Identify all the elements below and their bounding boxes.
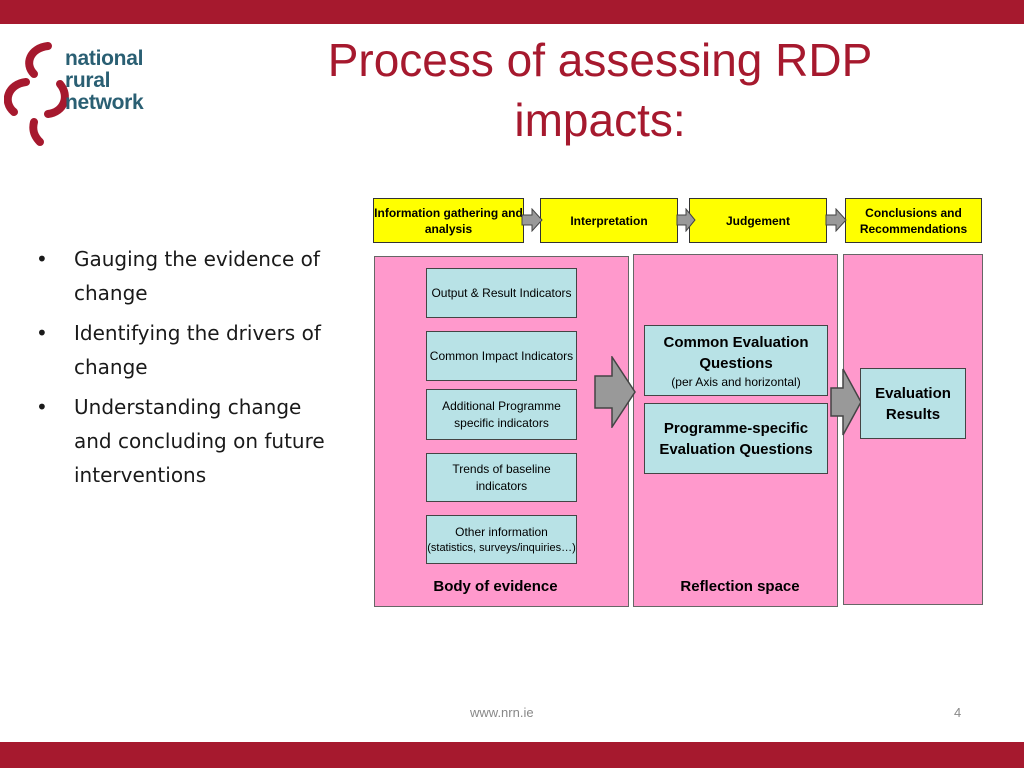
nrn-logo: national rural network	[4, 40, 209, 148]
bullet-item: Gauging the evidence of change	[36, 242, 336, 310]
evidence-other-information: Other information (statistics, surveys/i…	[426, 515, 577, 564]
bottom-banner	[0, 742, 1024, 768]
logo-word-network: network	[65, 91, 144, 114]
common-questions-label: Common Evaluation Questions	[663, 333, 809, 372]
step-interpretation: Interpretation	[540, 198, 678, 243]
common-questions-note: (per Axis and horizontal)	[671, 374, 801, 389]
logo-word-rural: rural	[65, 69, 111, 92]
evidence-output-result-indicators: Output & Result Indicators	[426, 268, 577, 318]
panel-label-reflection: Reflection space	[680, 578, 800, 595]
bullet-item: Understanding change and concluding on f…	[36, 390, 336, 492]
step-arrow-icon	[676, 208, 696, 232]
evidence-additional-indicators: Additional Programme specific indicators	[426, 389, 577, 440]
bullet-list: Gauging the evidence of change Identifyi…	[36, 242, 336, 498]
panel-label-evidence: Body of evidence	[433, 578, 558, 595]
step-conclusions: Conclusions and Recommendations	[845, 198, 982, 243]
step-arrow-icon	[825, 208, 847, 232]
common-evaluation-questions: Common Evaluation Questions (per Axis an…	[644, 325, 828, 396]
evidence-common-impact-indicators: Common Impact Indicators	[426, 331, 577, 381]
slide-title: Process of assessing RDP impacts:	[327, 34, 873, 146]
step-information-gathering: Information gathering and analysis	[373, 198, 524, 243]
footer-url: www.nrn.ie	[470, 705, 534, 720]
evidence-baseline-trends: Trends of baseline indicators	[426, 453, 577, 502]
logo-mark-icon	[4, 42, 69, 146]
step-arrow-icon	[521, 208, 543, 232]
bullet-item: Identifying the drivers of change	[36, 316, 336, 384]
top-banner	[0, 0, 1024, 24]
step-judgement: Judgement	[689, 198, 827, 243]
evaluation-results: Evaluation Results	[860, 368, 966, 439]
evidence-to-reflection-arrow-icon	[594, 356, 636, 428]
logo-word-national: national	[65, 47, 144, 70]
programme-specific-questions: Programme-specific Evaluation Questions	[644, 403, 828, 474]
page-number: 4	[954, 705, 962, 720]
other-info-title: Other information	[455, 524, 548, 539]
reflection-to-results-arrow-icon	[830, 368, 862, 436]
other-info-detail: (statistics, surveys/inquiries…)	[427, 541, 576, 554]
